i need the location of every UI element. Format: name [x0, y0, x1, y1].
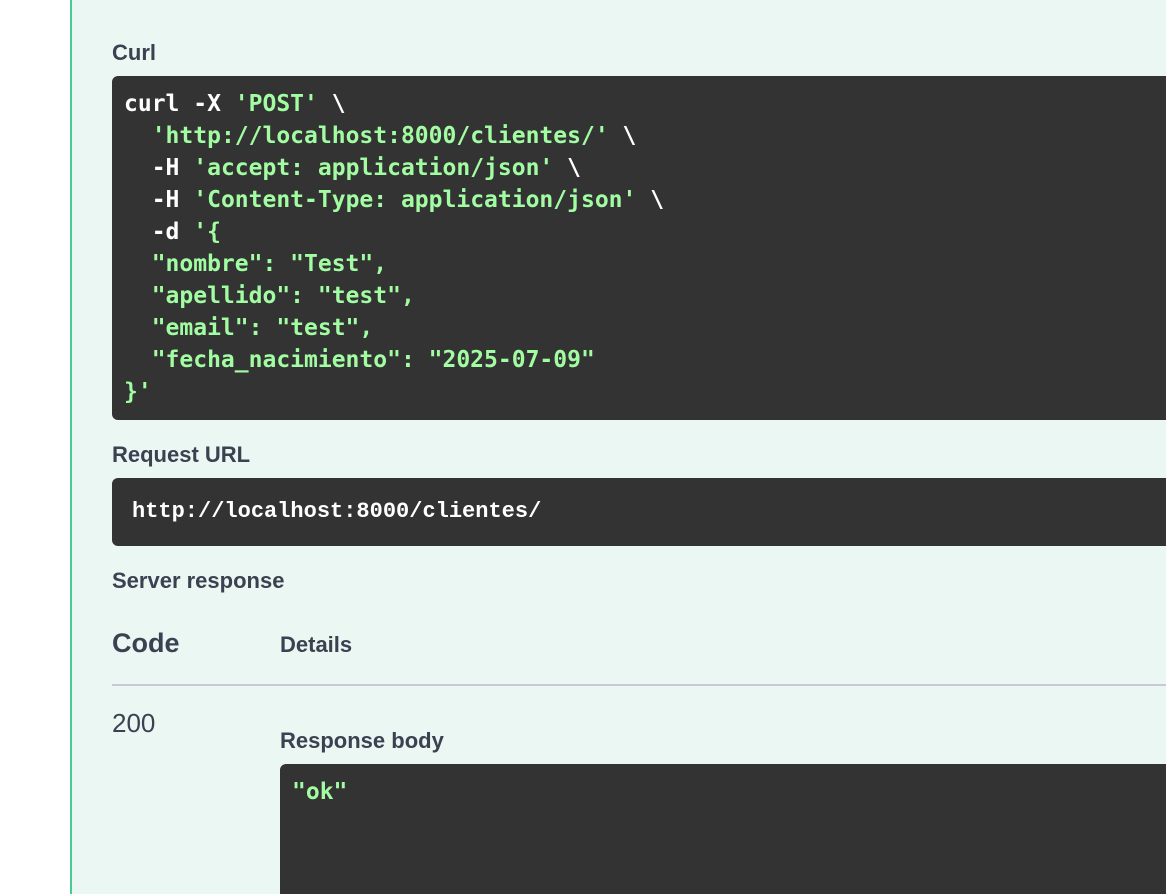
curl-line: "nombre": "Test",	[124, 251, 388, 277]
curl-line: -d '{	[124, 219, 221, 245]
curl-line: -H 'Content-Type: application/json' \	[124, 187, 665, 213]
response-body-label: Response body	[280, 728, 444, 753]
code-column-header: Code	[112, 628, 180, 658]
request-url-value: http://localhost:8000/clientes/	[132, 499, 542, 524]
table-divider	[112, 684, 1166, 686]
curl-line: "fecha_nacimiento": "2025-07-09"	[124, 347, 595, 373]
response-body-text: "ok"	[292, 779, 348, 805]
curl-code-block[interactable]: curl -X 'POST' \ 'http://localhost:8000/…	[112, 76, 1166, 420]
curl-line: curl -X 'POST' \	[124, 91, 346, 117]
details-column-header: Details	[280, 632, 353, 657]
request-url-label: Request URL	[112, 442, 251, 467]
curl-line: -H 'accept: application/json' \	[124, 155, 581, 181]
response-status-code: 200	[112, 708, 156, 738]
curl-label: Curl	[112, 40, 156, 65]
request-url-block[interactable]: http://localhost:8000/clientes/	[112, 478, 1166, 546]
curl-line: "email": "test",	[124, 315, 374, 341]
curl-line: }'	[124, 379, 152, 405]
response-body-block[interactable]: "ok"	[280, 764, 1166, 894]
curl-line: "apellido": "test",	[124, 283, 415, 309]
server-response-label: Server response	[112, 568, 285, 593]
curl-line: 'http://localhost:8000/clientes/' \	[151, 123, 637, 149]
